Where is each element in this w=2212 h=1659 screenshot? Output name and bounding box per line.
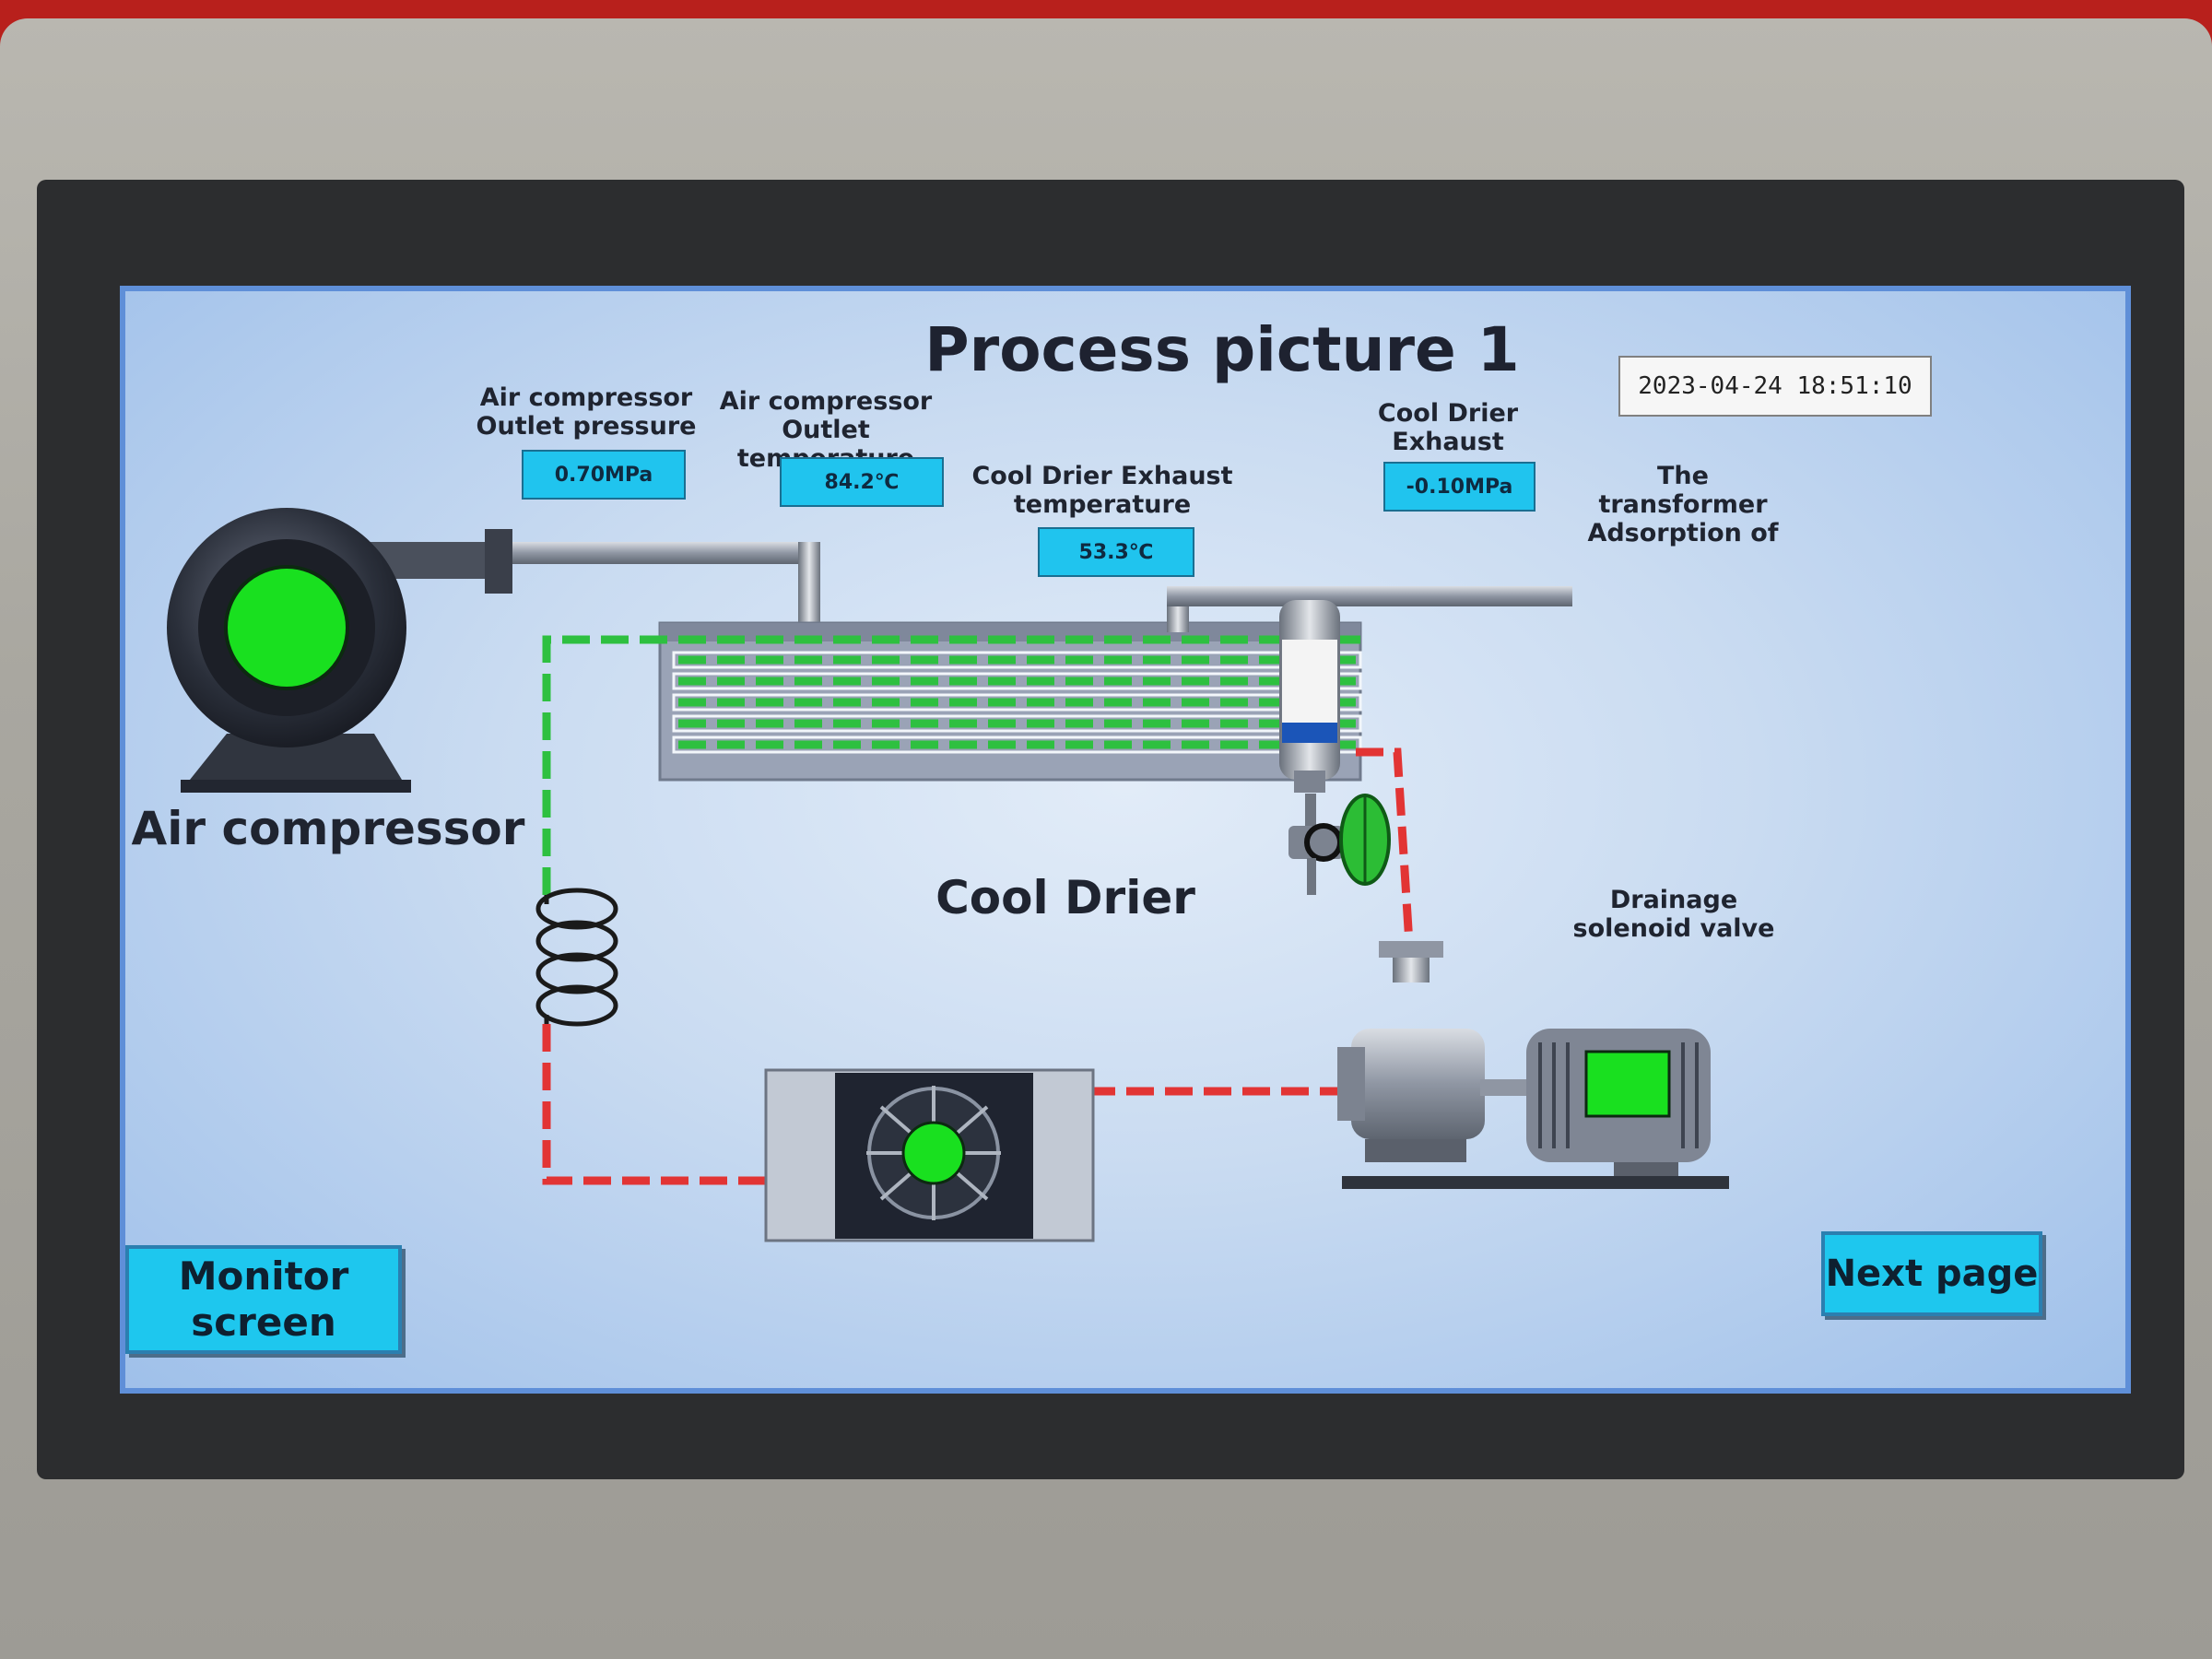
drier-exhaust-pressure-value: -0.10MPa <box>1383 462 1535 512</box>
drainage-valve-label: Drainage solenoid valve <box>1572 886 1775 943</box>
compressor-outlet-pipe <box>512 542 820 625</box>
air-compressor-icon <box>167 508 512 793</box>
page-title: Process picture 1 <box>924 314 1520 385</box>
process-diagram <box>167 508 1729 1242</box>
cold-refrigerant-lines <box>542 635 1360 895</box>
next-page-button[interactable]: Next page <box>1821 1231 2042 1316</box>
outlet-temperature-value: 84.2℃ <box>780 457 944 507</box>
monitor-screen-button[interactable]: Monitor screen <box>125 1245 402 1354</box>
hmi-screen: Process picture 1 2023-04-24 18:51:10 Ai… <box>120 286 2131 1394</box>
drier-exhaust-pipe <box>1167 586 1572 632</box>
outlet-pressure-value: 0.70MPa <box>522 450 686 500</box>
fan-running-indicator <box>901 1121 966 1185</box>
datetime-display: 2023-04-24 18:51:10 <box>1618 356 1932 417</box>
air-compressor-label: Air compressor <box>131 802 525 855</box>
cool-drier-label: Cool Drier <box>935 871 1195 924</box>
motor-running-indicator <box>1584 1050 1671 1118</box>
separator-tank-icon <box>1279 600 1340 858</box>
drainage-valve-icon <box>1288 794 1391 895</box>
expansion-coil-icon <box>535 888 618 1029</box>
drier-exhaust-temperature-value: 53.3℃ <box>1038 527 1194 577</box>
compressor-running-indicator <box>224 565 349 690</box>
refrigeration-compressor-icon <box>1337 941 1729 1189</box>
drier-exhaust-temperature-label: Cool Drier Exhaust temperature <box>971 462 1233 519</box>
transformer-adsorption-label: The transformer Adsorption of <box>1587 462 1779 547</box>
condenser-fan-unit <box>764 1068 1095 1242</box>
outlet-pressure-label: Air compressor Outlet pressure <box>476 383 697 441</box>
